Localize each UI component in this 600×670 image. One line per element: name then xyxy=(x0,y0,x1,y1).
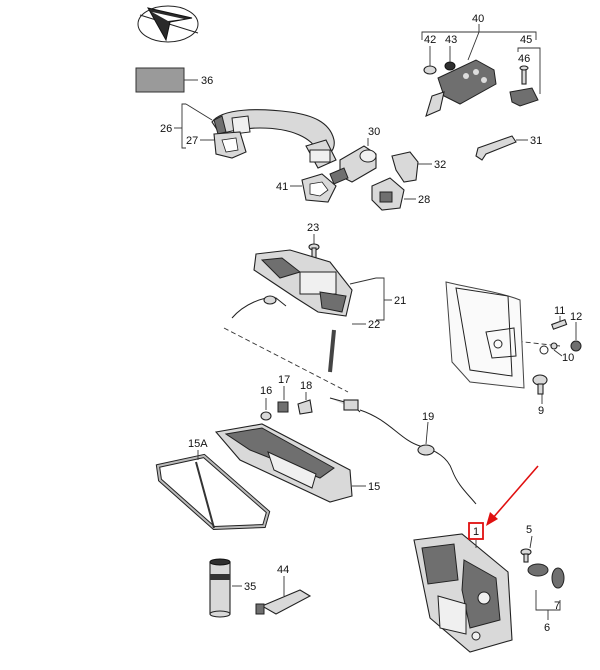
callout-26: 26 xyxy=(160,123,172,135)
part-1-highlight-box xyxy=(468,522,484,540)
callout-5: 5 xyxy=(526,524,532,536)
part-35-lubricant-can xyxy=(209,558,242,618)
part-21-handle-carrier xyxy=(253,249,353,317)
callout-40: 40 xyxy=(472,13,484,25)
part-22-bowden-rod xyxy=(231,295,366,373)
part-26-outer-door-handle xyxy=(211,109,337,169)
part-5-screw xyxy=(520,535,533,563)
part-43-cap xyxy=(444,46,456,71)
callout-18: 18 xyxy=(300,380,312,392)
callout-7: 7 xyxy=(554,600,560,612)
part-16-nut xyxy=(260,398,272,421)
callout-23: 23 xyxy=(307,222,319,234)
manufacturer-emblem-icon xyxy=(137,5,199,43)
callout-11: 11 xyxy=(554,305,565,317)
callout-41: 31 xyxy=(530,135,542,147)
part-28-seal xyxy=(290,173,337,203)
callout-45: 45 xyxy=(520,34,532,46)
callout-12: 12 xyxy=(570,311,582,323)
part-12-nut xyxy=(570,322,582,352)
part-15-inner-door-handle xyxy=(214,423,366,503)
part-9-pin xyxy=(532,374,548,404)
callout-22: 22 xyxy=(368,319,380,331)
part-46-screw xyxy=(519,65,529,85)
part-7-plate xyxy=(527,563,565,589)
callout-36: 36 xyxy=(201,75,213,87)
callout-30: 30 xyxy=(368,126,380,138)
callout-19: 19 xyxy=(422,411,434,423)
callout-6: 6 xyxy=(544,622,550,634)
part-18-clip xyxy=(297,392,313,415)
callout-35: 35 xyxy=(244,581,256,593)
part-40-remote-key xyxy=(425,59,497,117)
part-19-bowden-cable xyxy=(329,397,477,505)
callout-46: 46 xyxy=(518,53,530,65)
callout-43: 43 xyxy=(445,34,457,46)
part-31-bracket xyxy=(371,177,416,211)
callout-44: 44 xyxy=(277,564,289,576)
part-10-washer xyxy=(539,342,563,357)
callout-9: 9 xyxy=(538,405,544,417)
door-frame-detail xyxy=(445,281,525,389)
callout-15A: 15A xyxy=(188,438,208,450)
part-23-screw xyxy=(308,234,320,259)
callout-31: 28 xyxy=(418,194,430,206)
part-42-battery xyxy=(423,46,437,75)
part-17-clip xyxy=(277,386,289,413)
part-11-bolt xyxy=(551,316,568,330)
callout-27: 27 xyxy=(186,135,198,147)
part-15A-gasket xyxy=(155,450,271,531)
part-44-grease-tube xyxy=(255,576,312,615)
callout-21: 21 xyxy=(394,295,406,307)
part-41-rod xyxy=(475,135,528,161)
part-30-lock-cylinder xyxy=(329,138,377,185)
part-27-handle-gasket xyxy=(200,131,247,159)
callout-28: 41 xyxy=(276,181,288,193)
callout-10: 10 xyxy=(562,352,574,364)
part-36-label-plate: 36 xyxy=(135,67,213,93)
part-1-door-lock xyxy=(413,533,513,653)
red-pointer-arrow xyxy=(486,465,539,526)
callout-15: 15 xyxy=(368,481,380,493)
part-32-handle-cap xyxy=(391,151,432,183)
callout-42: 42 xyxy=(424,34,436,46)
part-45-holder xyxy=(509,52,541,107)
callout-32: 32 xyxy=(434,159,446,171)
callout-1: 1 xyxy=(473,526,479,538)
callout-16: 16 xyxy=(260,385,272,397)
callout-17: 17 xyxy=(278,374,290,386)
